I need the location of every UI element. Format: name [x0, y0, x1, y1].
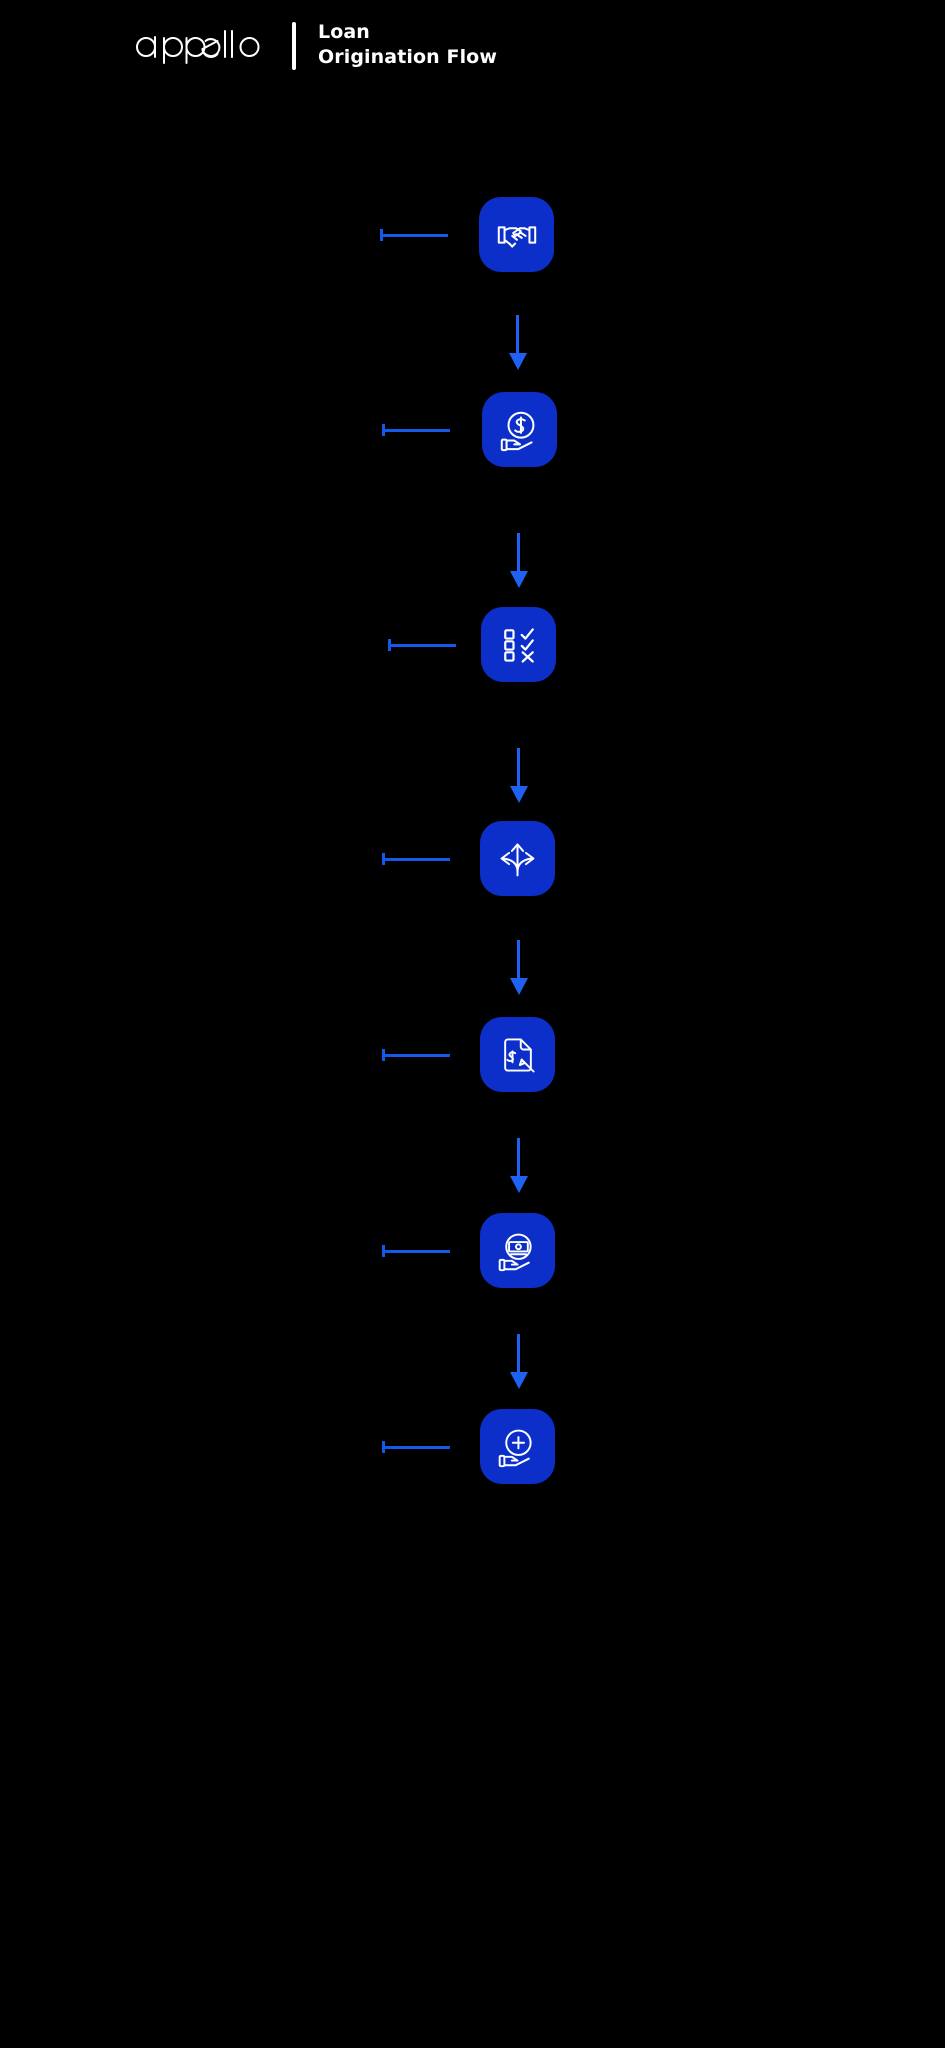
hand-holding-plus-icon	[495, 1424, 540, 1469]
document-dollar-signature-icon	[496, 1033, 540, 1077]
arrow-shaft	[517, 1138, 520, 1176]
flow-arrow-5	[510, 1138, 528, 1193]
appello-wordmark-icon	[127, 24, 272, 64]
flow-step-1[interactable]	[479, 197, 554, 272]
stub-bar-icon	[382, 1053, 450, 1057]
flow-stub-1	[380, 229, 448, 241]
stub-bar-icon	[382, 1249, 450, 1253]
handshake-icon	[494, 212, 540, 258]
arrow-shaft	[516, 315, 519, 353]
flow-arrow-2	[510, 533, 528, 588]
arrow-head-icon	[510, 1372, 528, 1389]
flow-stub-6	[382, 1245, 450, 1257]
arrow-head-icon	[509, 353, 527, 370]
checklist-check-check-cross-icon	[497, 623, 541, 667]
stub-bar-icon	[382, 1445, 450, 1449]
flow-arrow-6	[510, 1334, 528, 1389]
flow-stub-5	[382, 1049, 450, 1061]
flow-arrow-1	[509, 315, 527, 370]
page-header: Loan Origination Flow	[0, 0, 945, 100]
page-title: Loan Origination Flow	[318, 21, 497, 68]
hand-holding-dollar-coin-icon	[497, 407, 543, 453]
stub-bar-icon	[380, 233, 448, 237]
stub-bar-icon	[382, 428, 450, 432]
hand-holding-banknote-icon	[495, 1228, 540, 1273]
arrow-head-icon	[510, 571, 528, 588]
flow-step-2[interactable]	[482, 392, 557, 467]
flow-step-5[interactable]	[480, 1017, 555, 1092]
arrow-shaft	[517, 533, 520, 571]
arrow-shaft	[517, 940, 520, 978]
flow-step-7[interactable]	[480, 1409, 555, 1484]
flow-arrow-4	[510, 940, 528, 995]
stub-bar-icon	[382, 857, 450, 861]
arrow-head-icon	[510, 786, 528, 803]
flow-stub-4	[382, 853, 450, 865]
arrow-head-icon	[510, 978, 528, 995]
arrow-head-icon	[510, 1176, 528, 1193]
flow-arrow-3	[510, 748, 528, 803]
flow-stub-7	[382, 1441, 450, 1453]
branching-arrows-icon	[495, 836, 540, 881]
flow-step-3[interactable]	[481, 607, 556, 682]
flow-step-6[interactable]	[480, 1213, 555, 1288]
flow-stub-3	[388, 639, 456, 651]
header-divider-icon	[292, 22, 296, 70]
arrow-shaft	[517, 1334, 520, 1372]
flow-step-4[interactable]	[480, 821, 555, 896]
flow-stub-2	[382, 424, 450, 436]
arrow-shaft	[517, 748, 520, 786]
stub-bar-icon	[388, 643, 456, 647]
